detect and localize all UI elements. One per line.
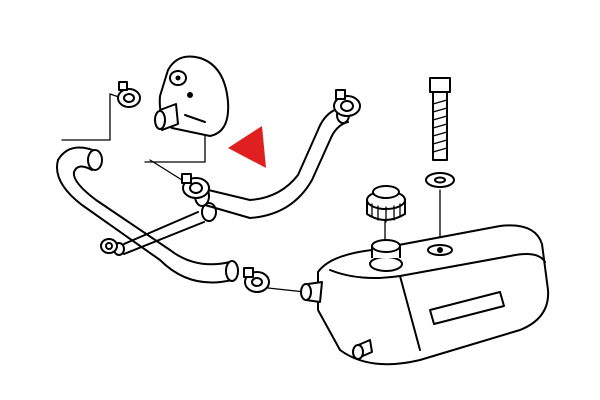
coolant-outlet-housing (154, 55, 230, 137)
hose-clamp-bypass (100, 238, 118, 254)
hose-clamp-housing (117, 81, 141, 108)
red-pointer-arrow (228, 126, 266, 168)
hose-clamp-lower (243, 267, 270, 293)
washer (425, 172, 455, 188)
hose-clamp-upper-left (181, 173, 210, 199)
filler-cap (366, 185, 406, 223)
lower-hose (56, 146, 239, 284)
expansion-tank (300, 224, 550, 366)
hose-clamp-upper-right (333, 89, 361, 117)
mounting-bolt (429, 77, 451, 161)
leader-lines (61, 93, 441, 293)
small-bypass-hose (113, 202, 217, 256)
